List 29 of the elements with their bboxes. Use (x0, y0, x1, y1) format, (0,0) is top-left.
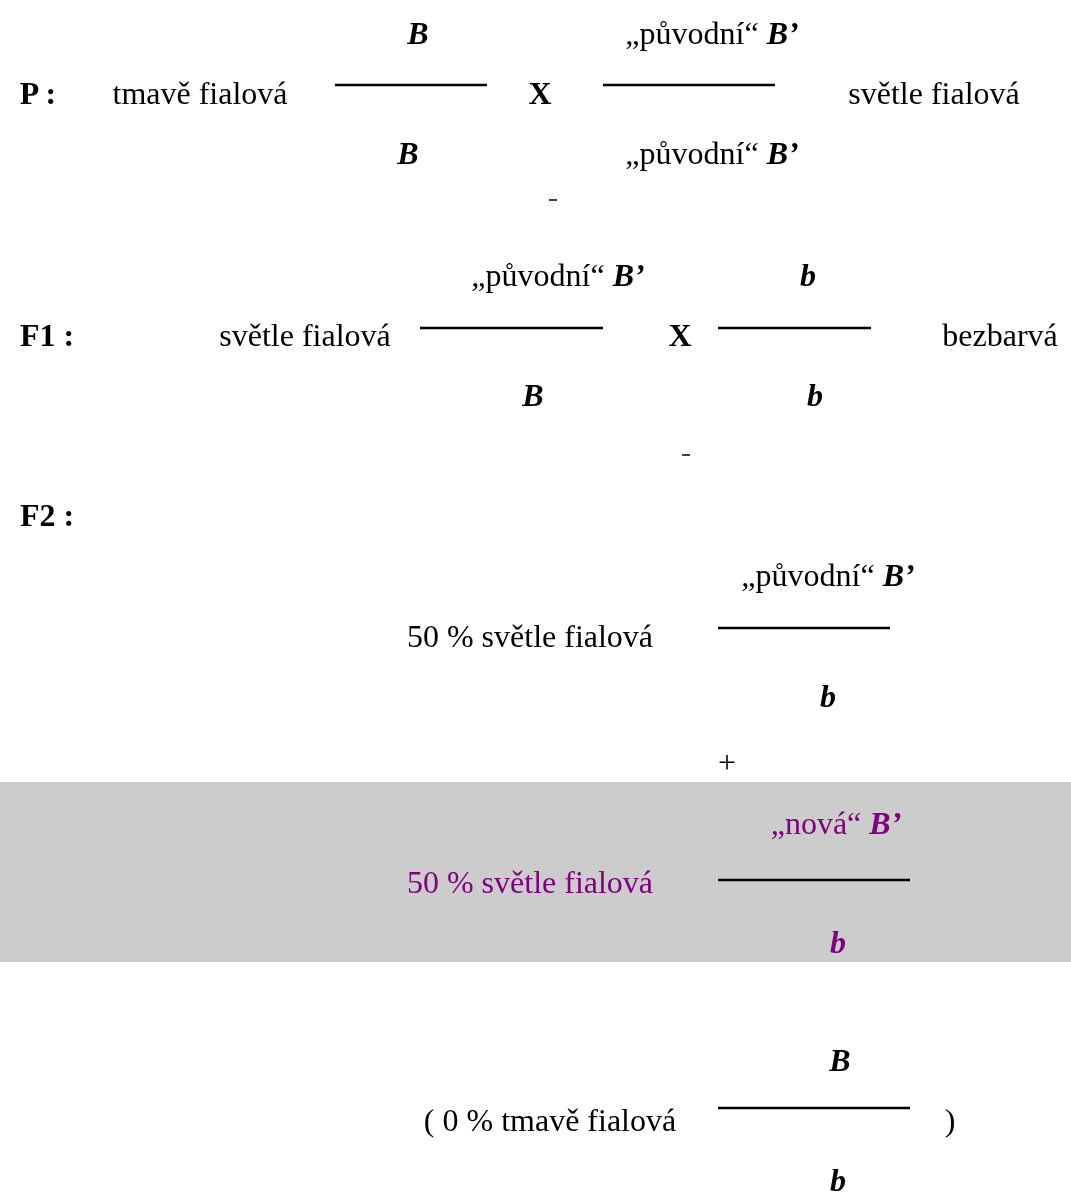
phenotype-label: bezbarvá (942, 316, 1058, 354)
phenotype-label: ( 0 % tmavě fialová (423, 1101, 677, 1139)
allele-symbol: B (407, 14, 429, 52)
allele-symbol: b (807, 376, 823, 414)
cross-sign: X (528, 74, 552, 112)
allele-label: „původní“ B’ (741, 556, 915, 594)
allele-label: „původní“ B’ (625, 134, 799, 172)
phenotype-label: světle fialová (848, 74, 1020, 112)
allele-symbol: b (830, 923, 846, 961)
allele-symbol: B (522, 376, 544, 414)
phenotype-label: 50 % světle fialová (406, 863, 654, 901)
plus-sign: + (718, 743, 736, 781)
generation-label: F1 : (19, 316, 75, 354)
allele-symbol: B (397, 134, 419, 172)
allele-symbol: b (820, 677, 836, 715)
allele-symbol: b (800, 256, 816, 294)
generation-label: P : (19, 74, 57, 112)
phenotype-label: světle fialová (219, 316, 391, 354)
highlight-band (0, 782, 1071, 962)
phenotype-label: tmavě fialová (112, 74, 288, 112)
allele-symbol: B (829, 1041, 851, 1079)
phenotype-label: 50 % světle fialová (406, 617, 654, 655)
allele-label: „nová“ B’ (770, 804, 902, 842)
bracket-text: ) (944, 1101, 956, 1139)
allele-symbol: b (830, 1161, 846, 1193)
allele-label: „původní“ B’ (471, 256, 645, 294)
generation-label: F2 : (19, 496, 75, 534)
allele-label: „původní“ B’ (625, 14, 799, 52)
cross-sign: X (668, 316, 692, 354)
